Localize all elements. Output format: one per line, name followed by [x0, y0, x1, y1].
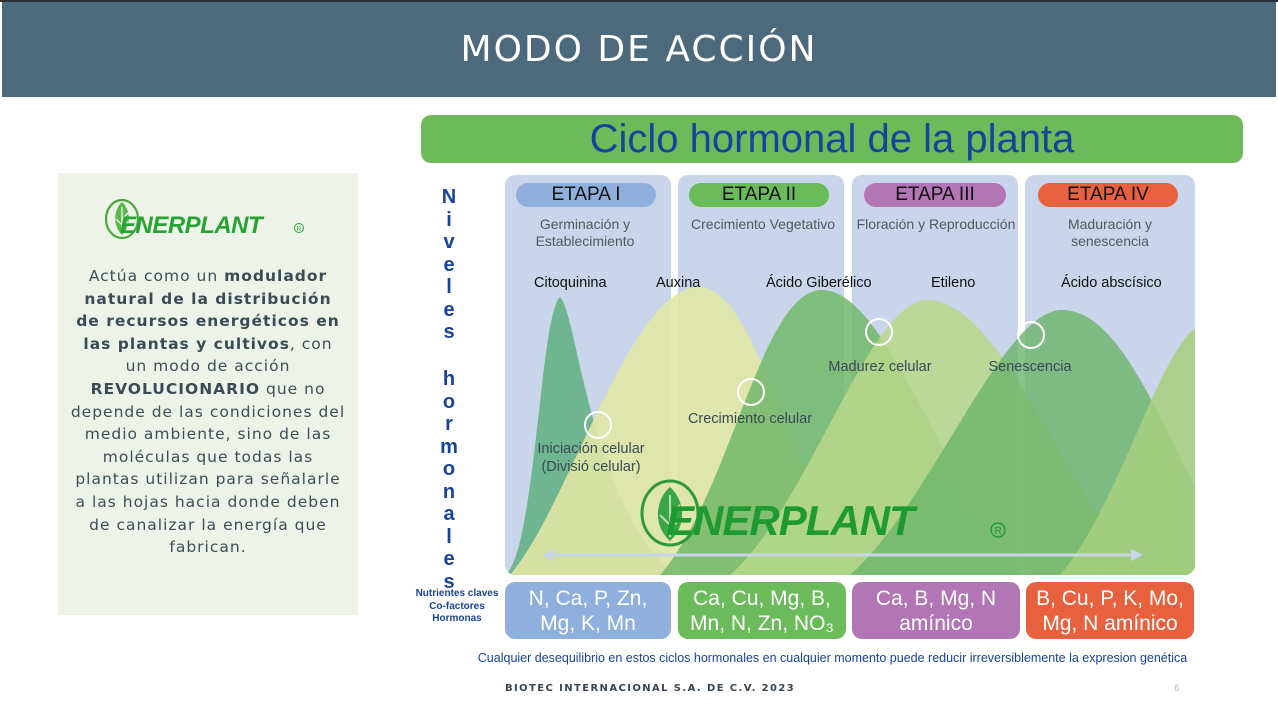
curve-tail — [1060, 325, 1195, 575]
hormone-curves — [505, 175, 1195, 575]
phase-label-madurez: Madurez celular — [828, 359, 932, 375]
stage-4-desc: Maduración y senescencia — [1067, 216, 1153, 249]
vertical-hormonales-letter: o — [442, 458, 456, 480]
vertical-hormonales-letter: m — [440, 435, 458, 458]
vertical-hormonales-letter: o — [442, 390, 456, 413]
nutrient-box-stage-1: N, Ca, P, Zn,Mg, K, Mn — [505, 582, 671, 639]
nutrients-label: Nutrientes claves Co-factores Hormonas — [415, 588, 499, 624]
vertical-niveles-letter: l — [446, 276, 452, 298]
vertical-hormonales-letter: e — [443, 548, 455, 570]
card-description: Actúa como un modulador natural de la di… — [70, 267, 346, 557]
vertical-hormonales-letter: r — [445, 413, 453, 435]
header-bar: MODO DE ACCIÓN — [2, 2, 1276, 97]
enerplant-logo-large: ENERPLANT R — [640, 479, 1006, 547]
phase-label-iniciacion: Iniciación celular (Divisió celular) — [537, 441, 645, 475]
vertical-hormonales-letter: n — [442, 480, 456, 503]
vertical-hormonales-letter: h — [442, 368, 456, 390]
stage-2-desc: Crecimiento Vegetativo — [691, 216, 835, 232]
diagram-title-bar: Ciclo hormonal de la planta — [421, 115, 1243, 163]
page-number: 6 — [1174, 684, 1180, 694]
leaf-icon — [640, 479, 700, 547]
vertical-niveles-letter: i — [446, 208, 452, 231]
logo-large-text: ENERPLANT — [666, 497, 918, 544]
vertical-niveles-letter: s — [443, 321, 455, 343]
phase-label-senescencia: Senescencia — [988, 359, 1072, 375]
hormone-label-auxina: Auxina — [656, 275, 701, 291]
vertical-niveles-letter: N — [441, 186, 457, 208]
top-edge — [0, 0, 1278, 2]
hormone-label-citoquinina: Citoquinina — [534, 275, 607, 291]
enerplant-logo: ENERPLANT R — [104, 198, 304, 240]
phase-marker-iniciacion — [584, 411, 612, 439]
phase-marker-crecimiento — [737, 378, 765, 406]
vertical-hormonales-letter: s — [443, 570, 455, 593]
svg-text:R: R — [995, 526, 1002, 537]
logo-text: ENERPLANT — [120, 212, 265, 239]
stage-3-name: ETAPA III — [864, 183, 1006, 207]
phase-label-crecimiento: Crecimiento celular — [687, 411, 813, 427]
hormone-cycle-diagram: ETAPA I ETAPA II ETAPA III ETAPA IV Germ… — [500, 175, 1200, 580]
hormone-label-abscisico: Ácido abscísico — [1061, 275, 1162, 291]
svg-text:R: R — [297, 226, 302, 233]
hormone-label-etileno: Etileno — [931, 275, 976, 291]
vertical-hormonales-letter: l — [446, 525, 452, 548]
stage-3-desc: Floración y Reproducción — [856, 216, 1016, 232]
description-card: ENERPLANT R Actúa como un modulador natu… — [58, 173, 358, 615]
page-title: MODO DE ACCIÓN — [460, 29, 818, 70]
vertical-niveles-letter: v — [443, 231, 455, 253]
vertical-hormonales-letter: a — [443, 503, 455, 525]
phase-marker-senescencia — [1017, 321, 1045, 349]
stage-2-name: ETAPA II — [689, 183, 829, 207]
footnote: Cualquier desequilibrio en estos ciclos … — [477, 651, 1188, 665]
company-footer: BIOTEC INTERNACIONAL S.A. DE C.V. 2023 — [505, 683, 796, 694]
stage-1-desc: Germinación y Establecimiento — [535, 216, 635, 249]
nutrient-box-stage-2: Ca, Cu, Mg, B,Mn, N, Zn, NO₃ — [678, 582, 846, 639]
timeline-arrow — [542, 549, 1143, 561]
nutrient-box-stage-4: B, Cu, P, K, Mo,Mg, N amínico — [1026, 582, 1194, 639]
stage-4-name: ETAPA IV — [1038, 183, 1178, 207]
stage-1-name: ETAPA I — [516, 183, 656, 207]
leaf-icon — [104, 198, 140, 240]
hormone-label-giberelico: Ácido Giberélico — [766, 275, 872, 291]
diagram-title: Ciclo hormonal de la planta — [589, 116, 1075, 161]
phase-marker-madurez — [865, 318, 893, 346]
vertical-niveles-letter: e — [443, 298, 455, 321]
vertical-niveles-letter: e — [443, 253, 455, 276]
